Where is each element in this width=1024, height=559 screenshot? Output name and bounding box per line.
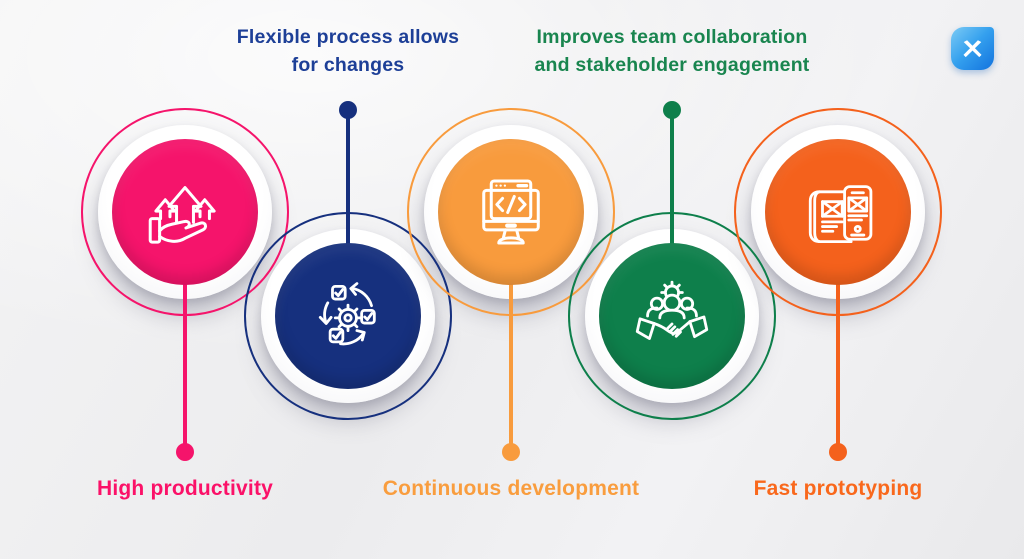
- code-monitor-icon: [482, 179, 540, 245]
- connector-line: [346, 110, 350, 250]
- connector-dot: [663, 101, 681, 119]
- icon-disc: [438, 139, 584, 285]
- hand-growth-arrows-icon: [148, 186, 216, 244]
- item-label: Flexible process allows for changes: [236, 26, 460, 76]
- connector-dot: [176, 443, 194, 461]
- connector-line: [670, 110, 674, 250]
- icon-disc: [275, 243, 421, 389]
- connector-dot: [502, 443, 520, 461]
- connector-dot: [339, 101, 357, 119]
- outer-ring: [244, 212, 452, 420]
- item-label: Fast prototyping: [753, 477, 923, 500]
- brand-x-icon: [963, 40, 982, 58]
- item-label: Improves team collaboration and stakehol…: [534, 26, 810, 76]
- item-label: Continuous development: [382, 477, 640, 500]
- prototype-blueprint-icon: [808, 185, 873, 244]
- icon-disc: [112, 139, 258, 285]
- brand-logo: [951, 27, 994, 70]
- process-cycle-gear-icon: [318, 282, 376, 346]
- connector-line: [183, 278, 187, 452]
- outer-ring: [568, 212, 776, 420]
- connector-line: [509, 278, 513, 452]
- team-handshake-icon: [635, 280, 709, 340]
- icon-disc: [765, 139, 911, 285]
- item-label: High productivity: [96, 477, 274, 500]
- connector-line: [836, 278, 840, 452]
- connector-dot: [829, 443, 847, 461]
- outer-ring: [734, 108, 942, 316]
- outer-ring: [407, 108, 615, 316]
- outer-ring: [81, 108, 289, 316]
- icon-disc: [599, 243, 745, 389]
